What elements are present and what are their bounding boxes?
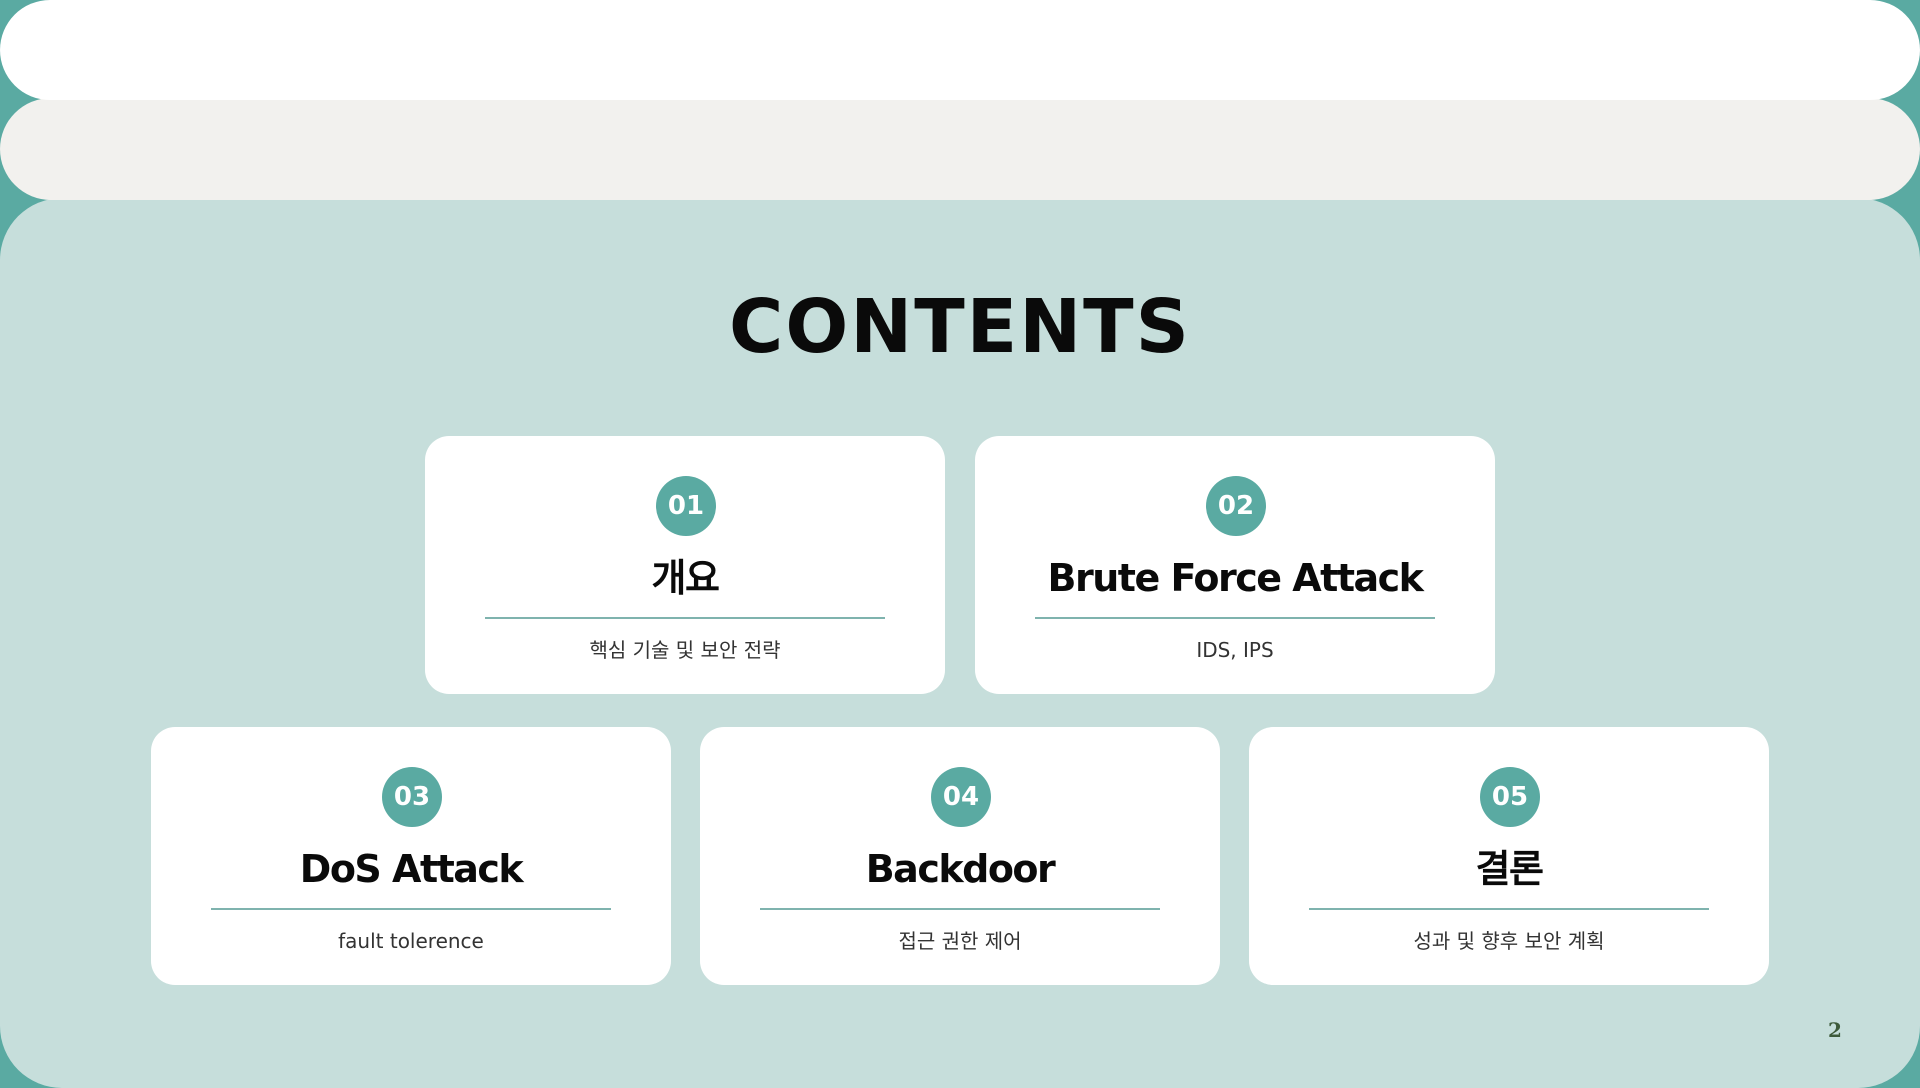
card-subtitle: fault tolerence [338,929,484,953]
page-title: CONTENTS [729,284,1191,370]
page-number: 2 [1828,1018,1842,1042]
divider [1309,908,1709,910]
contents-card-03[interactable]: 03 DoS Attack fault tolerence [151,727,671,985]
divider [1035,617,1435,619]
contents-card-04[interactable]: 04 Backdoor 접근 권한 제어 [700,727,1220,985]
card-title: Brute Force Attack [1047,556,1424,600]
number-badge: 01 [656,476,716,536]
contents-card-01[interactable]: 01 개요 핵심 기술 및 보안 전략 [425,436,945,694]
header-band-top [0,0,1920,100]
number-badge: 02 [1206,476,1266,536]
card-subtitle: 접근 권한 제어 [898,929,1022,953]
number-badge: 03 [382,767,442,827]
contents-card-02[interactable]: 02 Brute Force Attack IDS, IPS [975,436,1495,694]
card-subtitle: 핵심 기술 및 보안 전략 [589,638,781,662]
divider [211,908,611,910]
card-subtitle: IDS, IPS [1196,638,1274,662]
card-title: 개요 [651,556,720,600]
card-title: DoS Attack [299,847,524,891]
header-band-mid [0,98,1920,200]
card-subtitle: 성과 및 향후 보안 계획 [1413,929,1605,953]
divider [760,908,1160,910]
number-badge: 05 [1480,767,1540,827]
card-title: 결론 [1475,847,1544,891]
card-title: Backdoor [865,847,1056,891]
contents-card-05[interactable]: 05 결론 성과 및 향후 보안 계획 [1249,727,1769,985]
divider [485,617,885,619]
number-badge: 04 [931,767,991,827]
